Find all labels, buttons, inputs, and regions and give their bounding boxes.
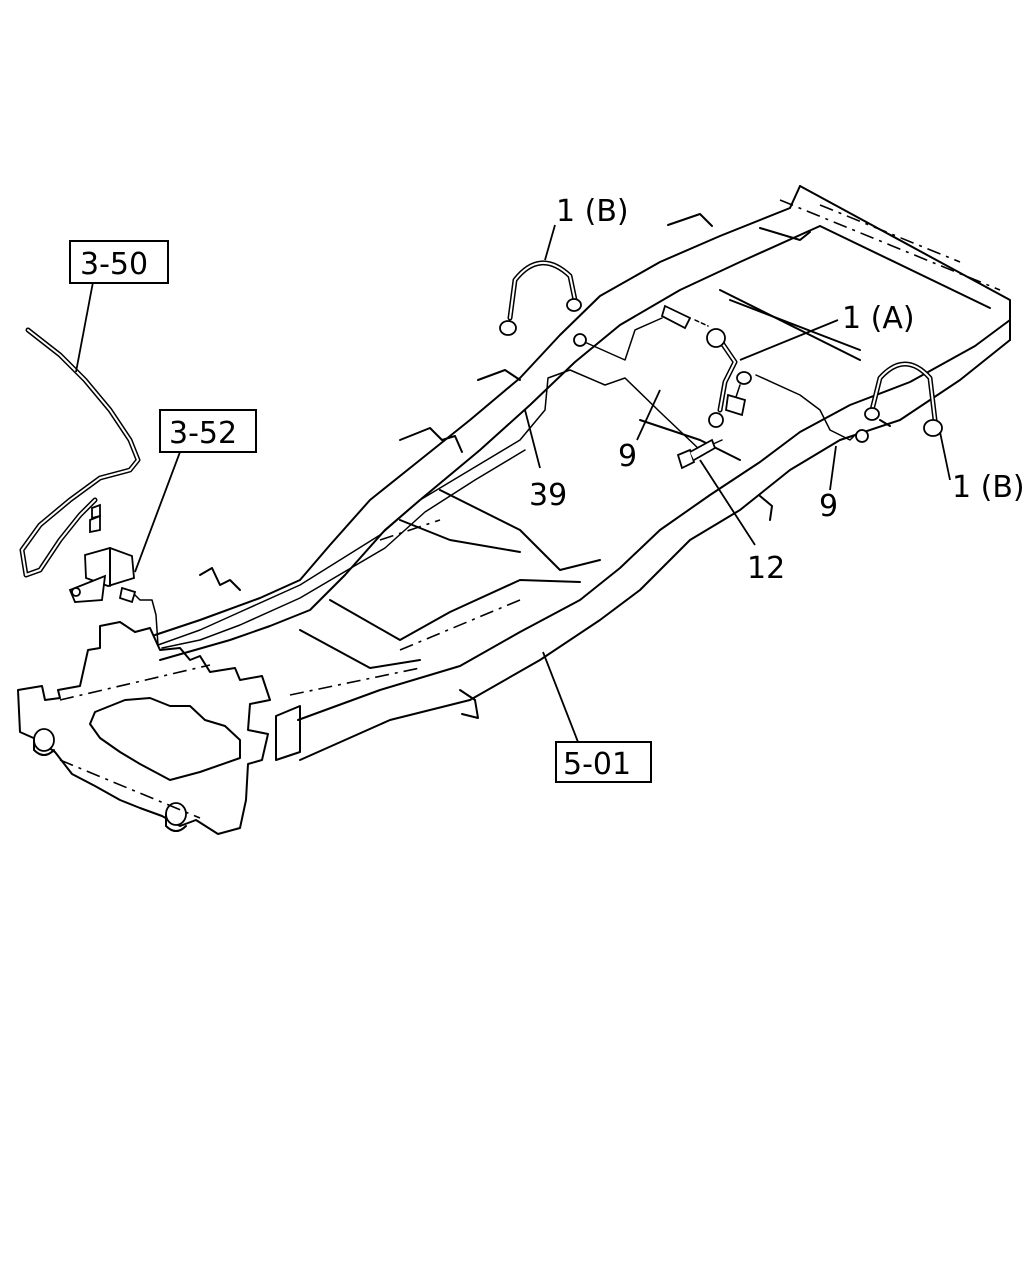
callout-hose-front: 1 (B) [556, 194, 629, 229]
hoses-and-fittings [68, 260, 943, 604]
brake-lines [19, 317, 861, 649]
banjo-bolt [676, 438, 717, 470]
chassis-frame [17, 185, 1011, 835]
reference-box-3-50: 3-50 [69, 240, 169, 284]
leader-lines [75, 224, 951, 743]
callout-hose-rear: 1 (B) [952, 470, 1024, 505]
callout-hose-center: 1 (A) [842, 301, 915, 336]
ref-5-01-label: 5-01 [563, 747, 631, 782]
ref-3-50-label: 3-50 [80, 247, 148, 282]
callout-pipe: 39 [529, 478, 567, 513]
proportioning-module [68, 503, 137, 604]
callout-clip-right: 9 [819, 489, 838, 524]
reference-box-3-52: 3-52 [159, 409, 257, 453]
callout-clip-left: 9 [618, 439, 637, 474]
ref-3-52-label: 3-52 [169, 416, 237, 451]
callout-bolt: 12 [747, 551, 785, 586]
reference-box-5-01: 5-01 [555, 741, 652, 783]
